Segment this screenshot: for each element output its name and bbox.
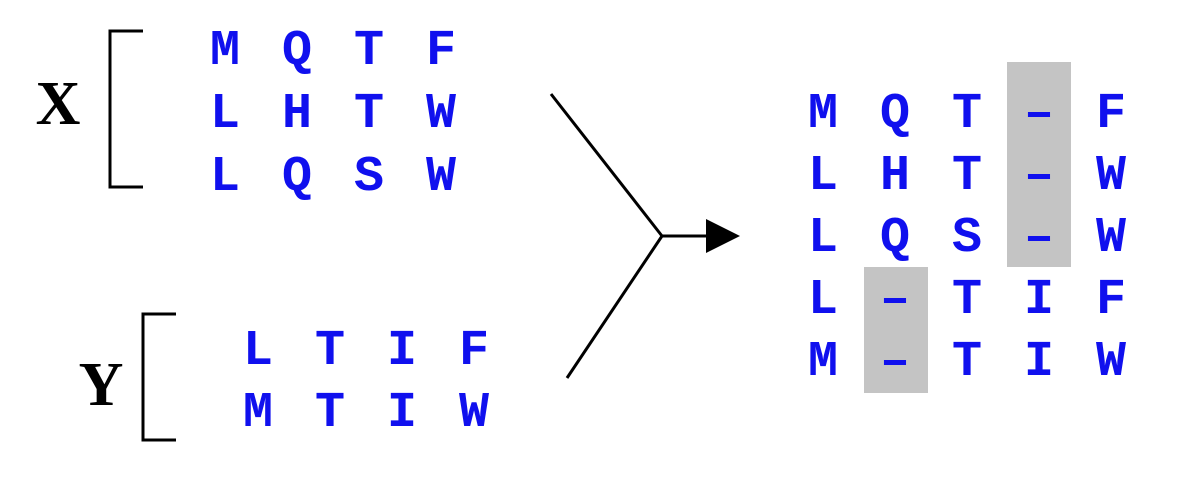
residue: L <box>808 148 838 205</box>
residue: F <box>426 23 456 80</box>
residue: – <box>880 272 910 329</box>
residue: L <box>808 210 838 267</box>
residue: T <box>315 323 345 380</box>
residue: W <box>1096 148 1126 205</box>
residue: L <box>210 149 240 206</box>
residue: Q <box>880 86 910 143</box>
residue: S <box>354 149 384 206</box>
residue: M <box>808 86 838 143</box>
residue: Q <box>880 210 910 267</box>
merge-line-upper <box>549 93 664 237</box>
residue: L <box>808 272 838 329</box>
residue: T <box>952 148 982 205</box>
residue: M <box>808 334 838 391</box>
residue: I <box>387 323 417 380</box>
residue: F <box>1096 86 1126 143</box>
residue: – <box>1024 210 1054 267</box>
residue: S <box>952 210 982 267</box>
residue: T <box>354 86 384 143</box>
residue: M <box>243 385 273 442</box>
residue: Q <box>282 149 312 206</box>
residue: T <box>952 86 982 143</box>
residue: T <box>952 334 982 391</box>
residue: L <box>243 323 273 380</box>
residue: – <box>880 334 910 391</box>
gap-highlight-y <box>864 267 928 393</box>
residue: F <box>1096 272 1126 329</box>
residue: T <box>315 385 345 442</box>
gap-highlight-x <box>1007 62 1071 267</box>
group-y-bracket <box>141 312 176 442</box>
merge-line-lower <box>565 235 664 379</box>
residue: W <box>1096 334 1126 391</box>
residue: L <box>210 86 240 143</box>
group-x-bracket <box>108 29 143 189</box>
residue: I <box>1024 272 1054 329</box>
group-y-label: Y <box>79 351 124 419</box>
residue: W <box>426 86 456 143</box>
residue: – <box>1024 148 1054 205</box>
residue: Q <box>282 23 312 80</box>
group-x-label: X <box>36 70 81 138</box>
residue: W <box>459 385 489 442</box>
residue: W <box>1096 210 1126 267</box>
residue: W <box>426 149 456 206</box>
residue: – <box>1024 86 1054 143</box>
residue: M <box>210 23 240 80</box>
residue: F <box>459 323 489 380</box>
residue: H <box>282 86 312 143</box>
residue: H <box>880 148 910 205</box>
residue: T <box>354 23 384 80</box>
merge-arrowhead <box>706 219 740 253</box>
residue: I <box>387 385 417 442</box>
residue: T <box>952 272 982 329</box>
residue: I <box>1024 334 1054 391</box>
